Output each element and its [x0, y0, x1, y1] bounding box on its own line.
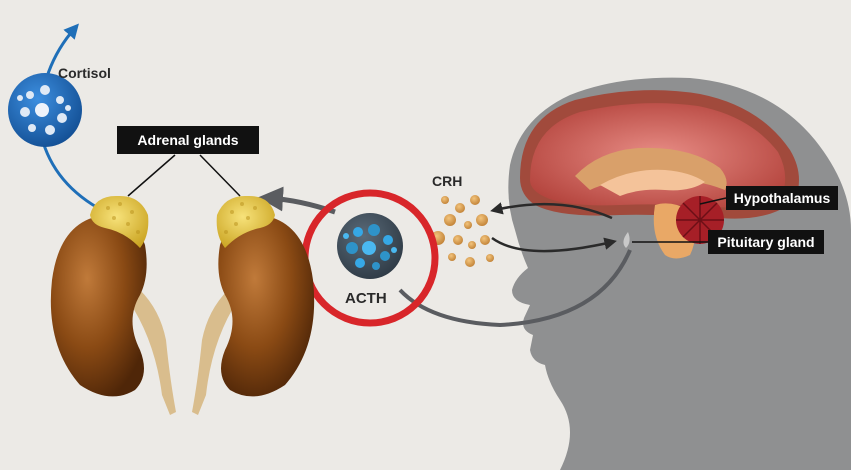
- cortisol-sphere: [8, 73, 82, 147]
- right-ureter: [192, 290, 238, 415]
- acth-label: ACTH: [345, 290, 387, 307]
- pituitary-gland-label-box: [708, 230, 824, 254]
- arrow-crh-to-pituitary: [491, 236, 617, 253]
- left-adrenal-gland: [90, 195, 149, 248]
- arrow-hypothalamus-to-crh: [490, 202, 613, 220]
- left-kidney: [50, 215, 147, 397]
- adrenal-glands-label-box: [117, 126, 259, 154]
- crh-label: CRH: [432, 173, 462, 189]
- pituitary-gland-label: Pituitary gland: [717, 234, 814, 250]
- acth-sphere: [337, 213, 403, 279]
- right-adrenal-gland: [216, 195, 275, 248]
- left-ureter: [128, 290, 176, 415]
- cortisol-label: Cortisol: [58, 65, 111, 81]
- hypothalamus-label-box: [726, 186, 838, 210]
- arrow-pituitary-to-acth: [398, 249, 632, 328]
- right-kidney: [218, 215, 315, 397]
- crh-particles: [431, 195, 494, 267]
- hypothalamus-label: Hypothalamus: [734, 190, 831, 206]
- adrenal-glands-label: Adrenal glands: [137, 132, 238, 148]
